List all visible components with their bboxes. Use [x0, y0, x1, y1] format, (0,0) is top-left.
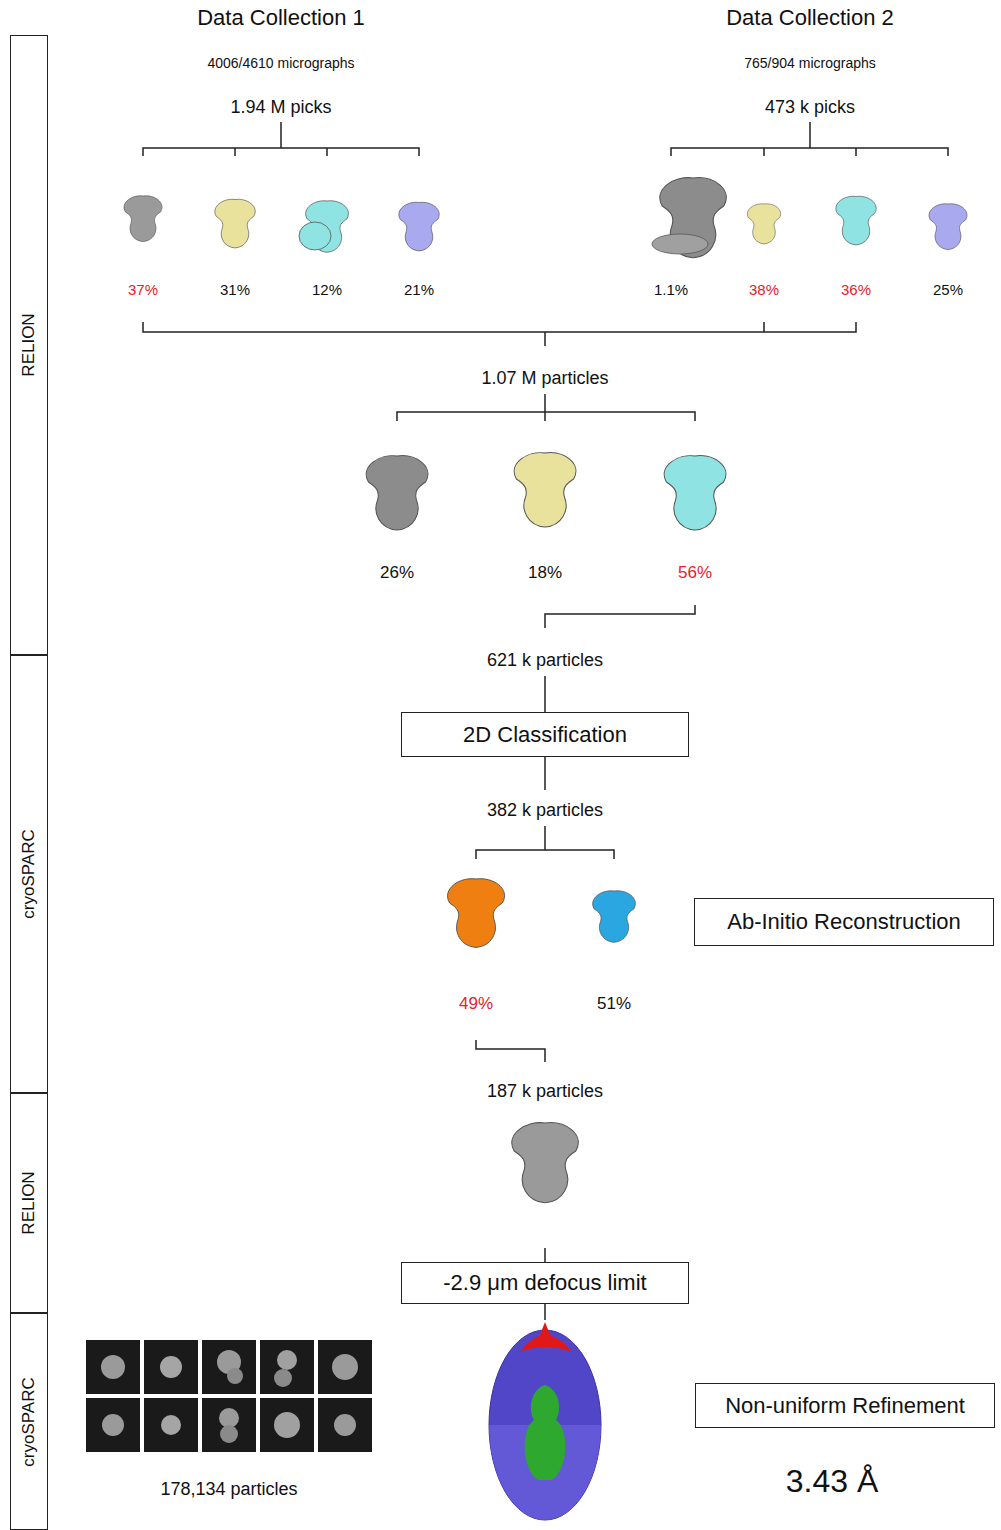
particle-count: 178,134 particles — [160, 1479, 297, 1500]
section-heading: Data Collection 2 — [726, 5, 894, 30]
step-label: Ab-Initio Reconstruction — [727, 909, 961, 934]
class-percentage: 18% — [528, 563, 562, 583]
step-label: -2.9 μm defocus limit — [443, 1270, 646, 1295]
software-name: cryoSPARC — [19, 829, 39, 918]
software-band: RELION — [10, 1093, 48, 1313]
angular-distribution — [489, 1322, 601, 1520]
software-name: cryoSPARC — [19, 1377, 39, 1466]
section-heading: Data Collection 1 — [197, 5, 365, 30]
class-percentage: 49% — [459, 994, 493, 1014]
process-box: -2.9 μm defocus limit — [401, 1262, 689, 1304]
micrograph-count: 765/904 micrographs — [744, 55, 876, 71]
class-percentage: 1.1% — [654, 281, 688, 298]
class-percentage: 51% — [597, 994, 631, 1014]
process-box: Ab-Initio Reconstruction — [694, 898, 994, 946]
brackets — [143, 122, 948, 1320]
class-percentage: 25% — [933, 281, 963, 298]
pick-count: 473 k picks — [765, 97, 855, 118]
particle-count: 1.07 M particles — [481, 368, 608, 389]
pick-count: 1.94 M picks — [230, 97, 331, 118]
class-percentage: 21% — [404, 281, 434, 298]
class-percentage: 36% — [841, 281, 871, 298]
class-percentage: 56% — [678, 563, 712, 583]
resolution-value: 3.43 Å — [786, 1463, 879, 1500]
particle-count: 621 k particles — [487, 650, 603, 671]
software-band: cryoSPARC — [10, 655, 48, 1093]
step-label: Non-uniform Refinement — [725, 1393, 965, 1418]
class-percentage: 12% — [312, 281, 342, 298]
software-band: cryoSPARC — [10, 1313, 48, 1530]
class-percentage: 31% — [220, 281, 250, 298]
process-box: 2D Classification — [401, 712, 689, 757]
class-percentage: 38% — [749, 281, 779, 298]
class-percentage: 26% — [380, 563, 414, 583]
software-name: RELION — [19, 1171, 39, 1234]
software-name: RELION — [19, 313, 39, 376]
process-box: Non-uniform Refinement — [695, 1383, 995, 1428]
software-band: RELION — [10, 35, 48, 655]
micrograph-count: 4006/4610 micrographs — [207, 55, 354, 71]
density-maps — [124, 178, 967, 1203]
particle-count: 382 k particles — [487, 800, 603, 821]
particle-count: 187 k particles — [487, 1081, 603, 1102]
step-label: 2D Classification — [463, 722, 627, 747]
class-percentage: 37% — [128, 281, 158, 298]
class-averages — [86, 1340, 372, 1452]
